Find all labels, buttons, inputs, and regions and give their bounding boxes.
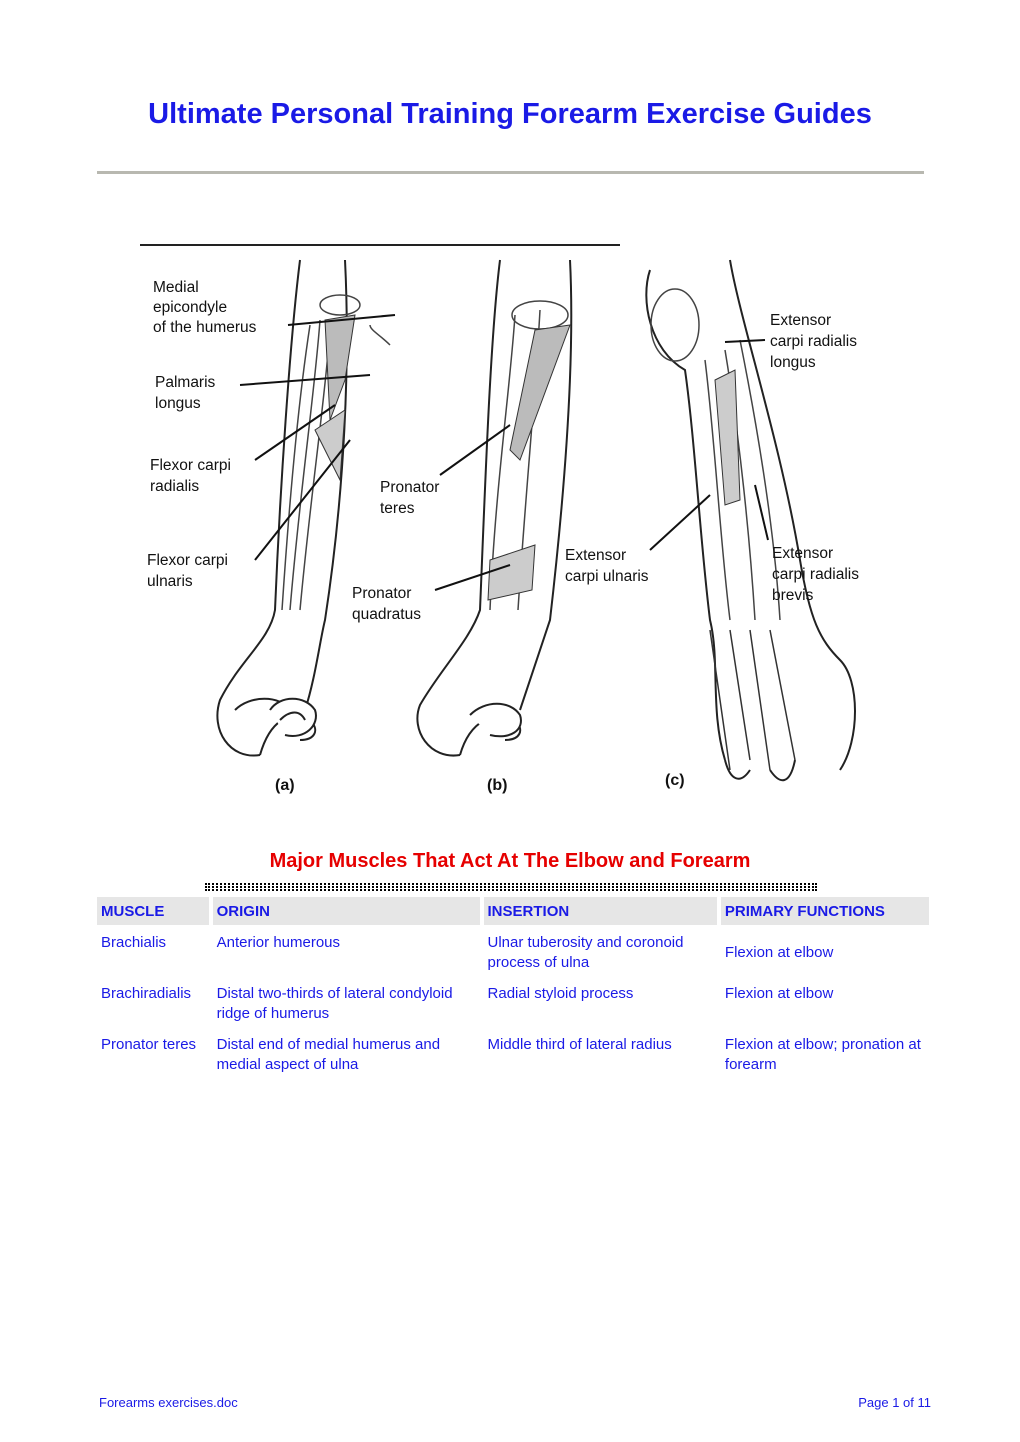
footer-page-number: Page 1 of 11 <box>858 1395 931 1410</box>
header-insertion: INSERTION <box>483 897 717 925</box>
cell-insertion: Middle third of lateral radius <box>487 1036 672 1053</box>
dotted-divider <box>205 883 817 891</box>
cell-primary-functions: Flexion at elbow; pronation at forearm <box>724 1036 921 1073</box>
muscles-table: MUSCLE ORIGIN INSERTION PRIMARY FUNCTION… <box>93 897 933 1075</box>
arm-b-drawing <box>416 259 573 757</box>
cell-muscle: Brachiradialis <box>101 985 192 1002</box>
section-subtitle: Major Muscles That Act At The Elbow and … <box>269 850 751 872</box>
table-row: Brachialis Anterior humerous Ulnar tuber… <box>97 925 929 973</box>
cell-insertion: Radial styloid process <box>487 985 634 1002</box>
cell-primary-functions: Flexion at elbow <box>724 985 834 1002</box>
table-row: Brachiradialis Distal two-thirds of late… <box>97 973 929 1024</box>
label-pointer-lines <box>239 314 769 591</box>
cell-muscle: Brachialis <box>101 934 167 951</box>
title-divider <box>97 171 924 174</box>
cell-insertion: Ulnar tuberosity and coronoid process of… <box>487 934 684 971</box>
caption-a: (a) <box>275 777 295 794</box>
page-title: Ultimate Personal Training Forearm Exerc… <box>148 98 872 130</box>
cell-origin: Distal two-thirds of lateral condyloid r… <box>216 985 453 1022</box>
header-primary-functions: PRIMARY FUNCTIONS <box>720 897 929 925</box>
cell-primary-functions: Flexion at elbow <box>724 944 834 961</box>
cell-origin: Distal end of medial humerus and medial … <box>216 1036 441 1073</box>
header-muscle: MUSCLE <box>97 897 209 925</box>
table-row: Pronator teres Distal end of medial hume… <box>97 1024 929 1075</box>
header-origin: ORIGIN <box>212 897 480 925</box>
cell-muscle: Pronator teres <box>101 1036 197 1053</box>
footer-filename: Forearms exercises.doc <box>99 1395 238 1410</box>
caption-c: (c) <box>665 772 685 789</box>
arm-a-drawing <box>216 259 391 757</box>
table-header-row: MUSCLE ORIGIN INSERTION PRIMARY FUNCTION… <box>97 897 929 925</box>
cell-origin: Anterior humerous <box>216 934 341 951</box>
caption-b: (b) <box>487 777 507 794</box>
arm-c-drawing <box>645 259 856 782</box>
